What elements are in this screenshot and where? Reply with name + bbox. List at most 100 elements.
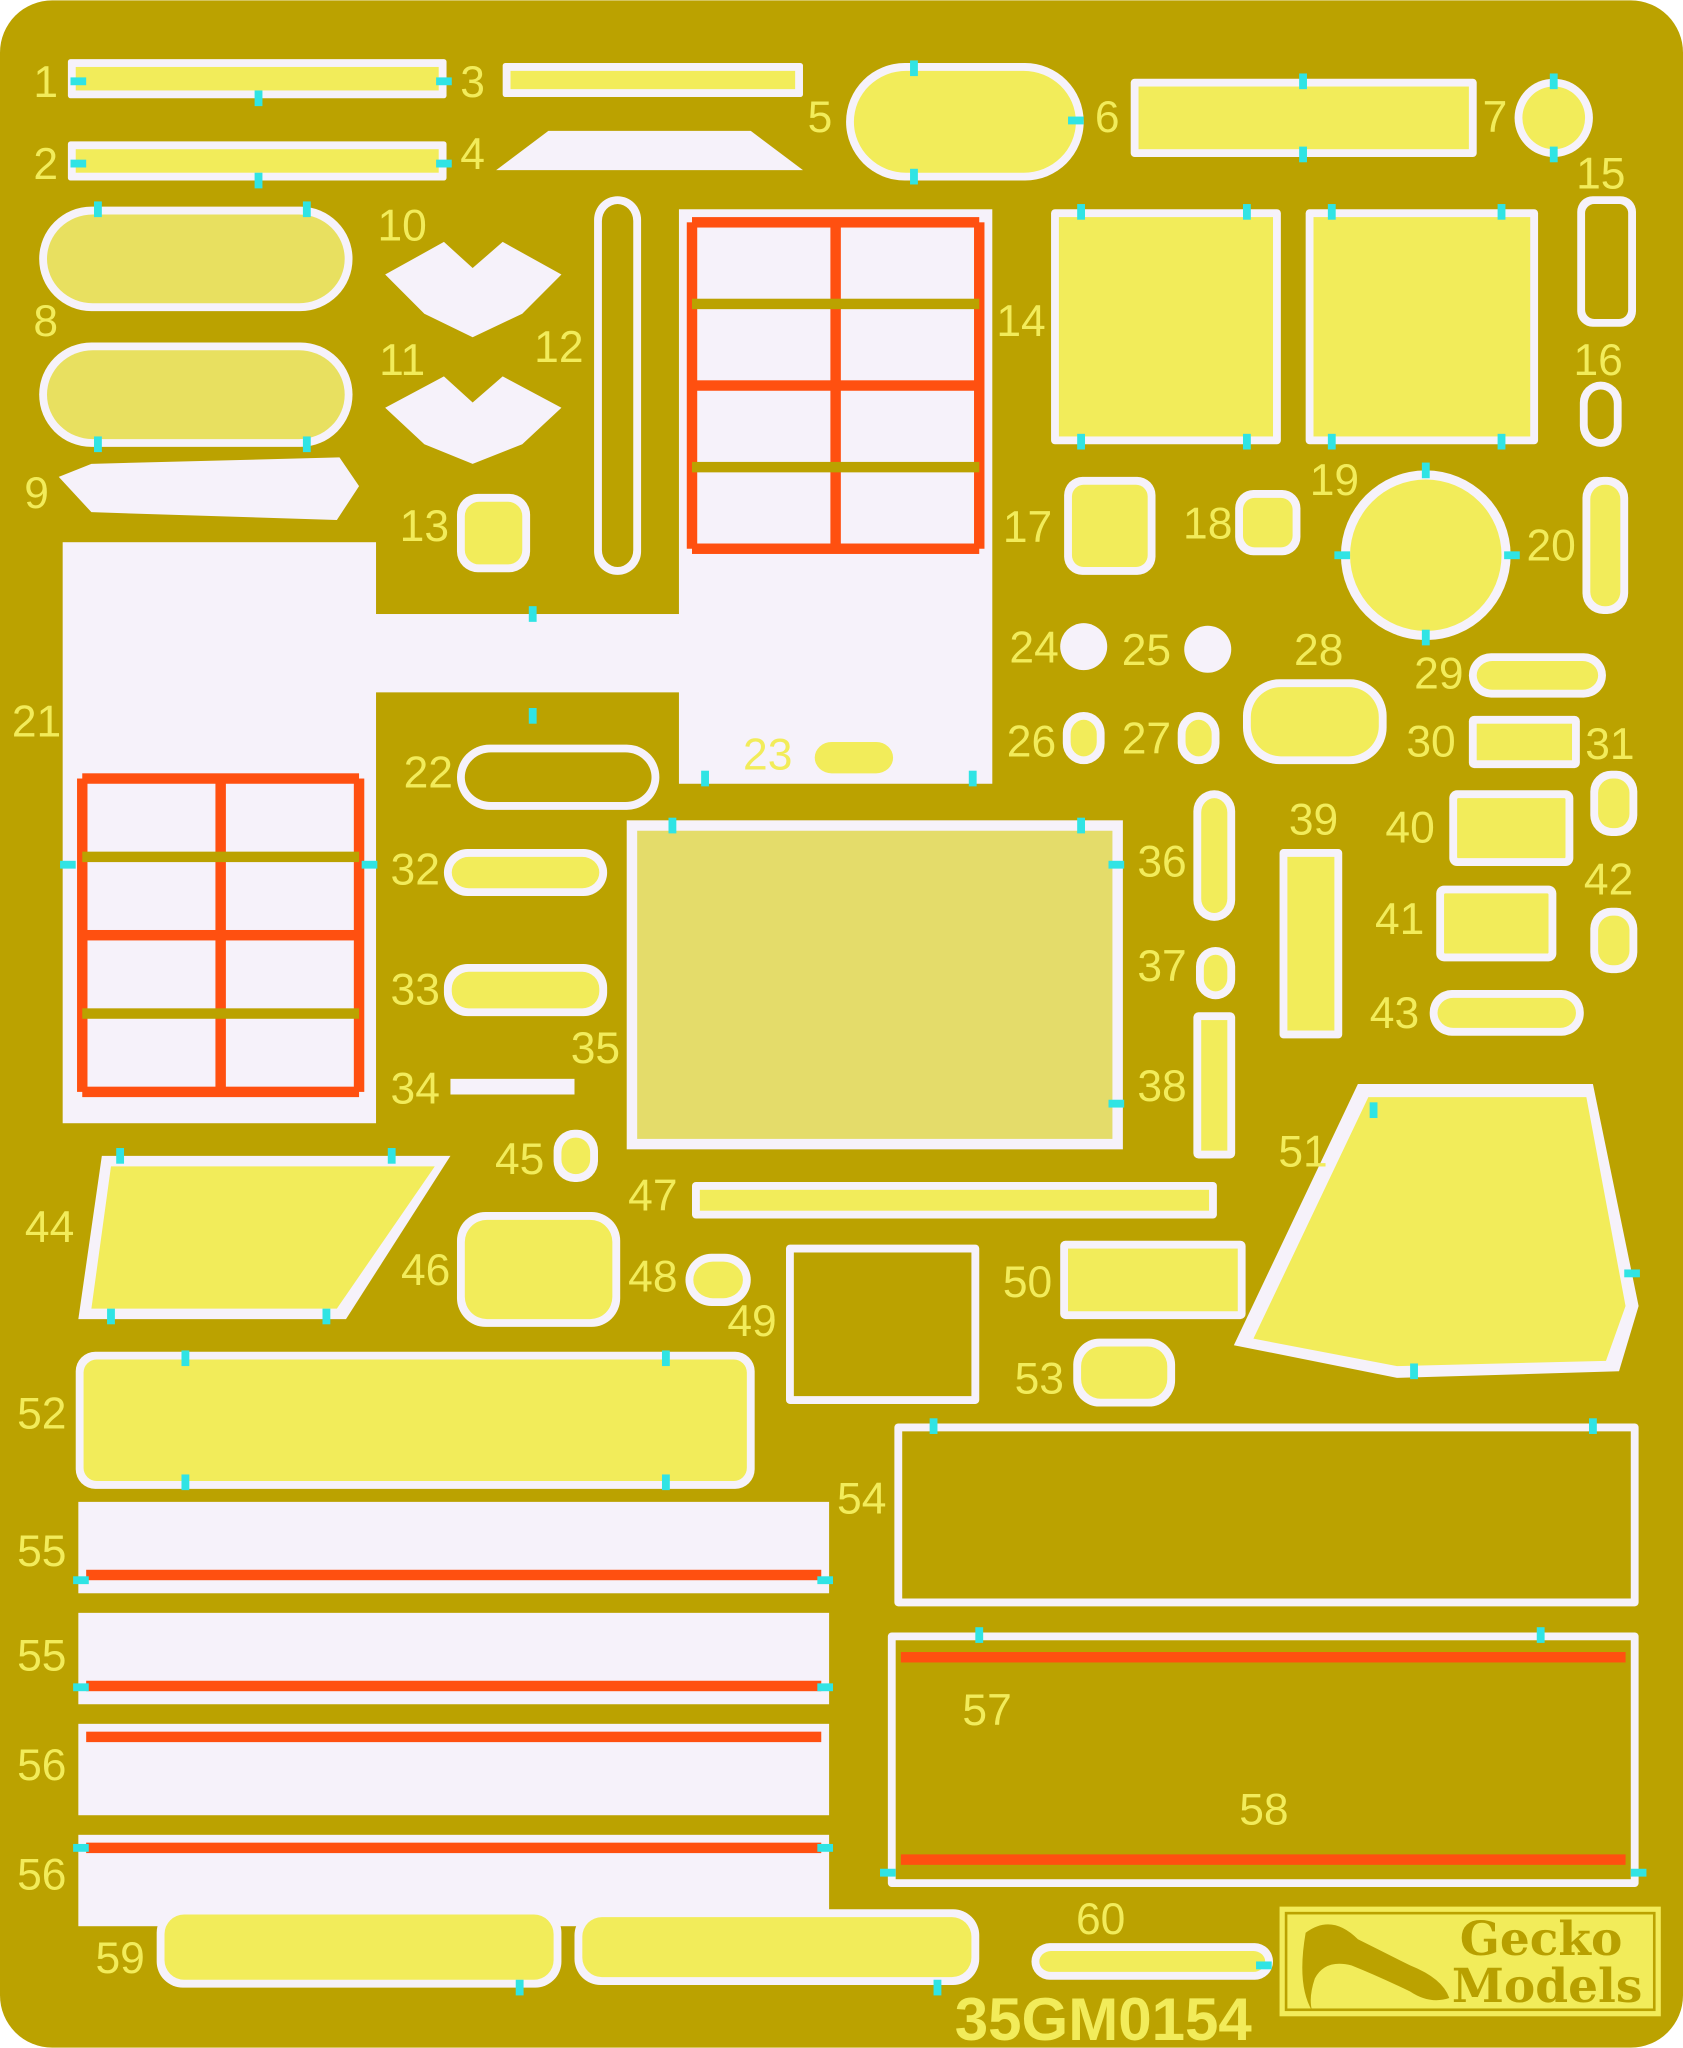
fold-line [86, 1680, 822, 1692]
part-50 [1068, 1248, 1238, 1312]
attachment-tab [1504, 551, 1520, 560]
part-48 [693, 1261, 743, 1299]
part-label-26: 26 [1007, 717, 1056, 766]
part-label-17: 17 [1003, 503, 1052, 552]
gecko-icon [1302, 1924, 1450, 2012]
attachment-tab [910, 60, 918, 77]
part-label-24: 24 [1009, 623, 1058, 672]
part-7 [1522, 86, 1586, 150]
part-label-29: 29 [1414, 649, 1463, 698]
attachment-tab [1299, 73, 1307, 90]
part-label-6: 6 [1095, 93, 1120, 142]
attachment-tab [668, 817, 677, 834]
part-14b [1058, 217, 1274, 437]
fold-line [82, 1086, 360, 1098]
part-44 [91, 1166, 435, 1309]
attachment-tab [73, 1576, 89, 1585]
part-14-panel [711, 603, 967, 656]
attachment-tab [975, 1627, 984, 1643]
attachment-tab [1497, 433, 1506, 450]
fold-line [692, 461, 980, 473]
part-35-mesh [637, 830, 1113, 1139]
attachment-tab [387, 1148, 396, 1164]
gecko-models-logo: Gecko Models [1279, 1906, 1661, 2017]
svg-text:Models: Models [1452, 1959, 1642, 2014]
part-1 [75, 66, 439, 91]
attachment-tab [1549, 73, 1558, 90]
fold-line [82, 1008, 360, 1019]
part-59 [164, 1914, 554, 1980]
part-5 [853, 70, 1076, 173]
attachment-tab [1327, 204, 1336, 220]
attachment-tab [1369, 1102, 1378, 1119]
attachment-tab [302, 201, 311, 218]
part-10 [385, 241, 562, 338]
attachment-tab [1077, 433, 1086, 450]
attachment-tab [1077, 817, 1086, 834]
fold-line [86, 1842, 822, 1854]
fold-line [86, 1731, 822, 1743]
attachment-tab [1299, 146, 1307, 163]
part-label-56: 56 [17, 1851, 66, 1900]
part-13 [464, 501, 523, 565]
part-21-panel [78, 574, 361, 771]
part-label-37: 37 [1137, 942, 1186, 991]
attachment-tab [1588, 1418, 1597, 1434]
attachment-tab [361, 860, 378, 869]
part-label-36: 36 [1137, 837, 1186, 886]
attachment-tab [817, 1843, 834, 1852]
part-49 [793, 1252, 972, 1397]
attachment-tab [181, 1474, 190, 1491]
part-label-58: 58 [1239, 1785, 1288, 1834]
attachment-tab [254, 172, 263, 189]
part-label-3: 3 [460, 58, 485, 107]
attachment-tab [929, 1418, 938, 1434]
part-label-21: 21 [12, 698, 61, 747]
part-38 [1201, 1020, 1228, 1151]
parts-layer [39, 59, 1647, 1996]
part-4 [496, 130, 803, 171]
attachment-tab [1334, 551, 1351, 560]
fold-line [82, 851, 360, 863]
part-51 [1253, 1097, 1626, 1367]
part-28 [1250, 687, 1379, 757]
part-label-12: 12 [534, 323, 583, 372]
attachment-tab [701, 770, 709, 787]
attachment-tab [254, 90, 263, 107]
part-60 [1039, 1951, 1266, 1972]
part-label-8: 8 [33, 297, 58, 346]
part-9 [58, 457, 360, 521]
part-label-49: 49 [727, 1297, 776, 1346]
attachment-tab [302, 436, 311, 453]
part-label-39: 39 [1289, 796, 1338, 845]
part-label-10: 10 [377, 202, 426, 251]
attachment-tab [73, 1843, 89, 1852]
part-27 [1185, 719, 1212, 757]
attachment-tab [661, 1350, 670, 1367]
svg-text:Gecko: Gecko [1460, 1912, 1623, 1967]
fold-line [692, 217, 980, 228]
part-label-19: 19 [1310, 456, 1359, 505]
part-label-20: 20 [1526, 521, 1575, 570]
part-36 [1201, 798, 1228, 914]
part-label-28: 28 [1294, 626, 1343, 675]
part-53 [1081, 1346, 1168, 1399]
part-label-35: 35 [571, 1024, 620, 1073]
fold-line [86, 1569, 822, 1581]
part-label-45: 45 [495, 1135, 544, 1184]
part-12 [601, 204, 634, 568]
attachment-tab [1327, 433, 1336, 450]
part-label-15: 15 [1576, 149, 1625, 198]
attachment-tab [1108, 1099, 1125, 1108]
attachment-tab [910, 168, 918, 185]
part-20 [1590, 484, 1621, 607]
part-8b [47, 350, 345, 440]
attachment-tab [181, 1350, 190, 1367]
part-25 [1184, 625, 1232, 673]
part-33 [451, 971, 600, 1009]
attachment-tab [1108, 860, 1125, 869]
attachment-tab [436, 77, 452, 86]
part-label-52: 52 [17, 1390, 66, 1439]
part-label-55: 55 [17, 1631, 66, 1680]
